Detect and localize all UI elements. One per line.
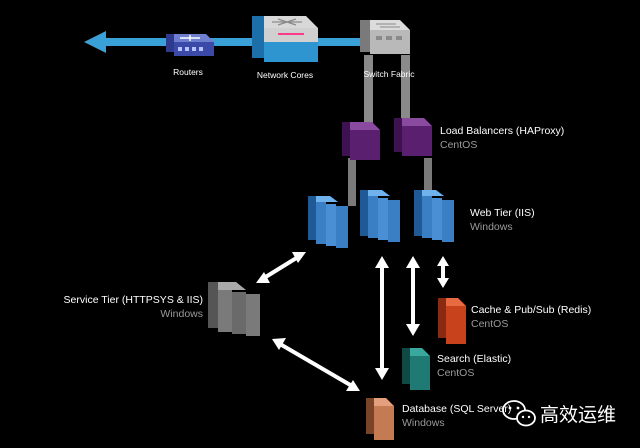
arrow-web-search	[406, 256, 420, 336]
web-tier-os: Windows	[470, 221, 513, 233]
routers-label: Routers	[173, 67, 203, 77]
uplink-arrow	[84, 31, 392, 53]
connection-arrows	[256, 252, 449, 391]
arrow-service-database	[272, 338, 360, 391]
lb-to-web-links	[348, 158, 432, 206]
arrow-web-service	[256, 252, 306, 283]
web-tier-icon	[308, 190, 454, 248]
load-balancers-os: CentOS	[440, 139, 477, 151]
network-core-icon	[252, 16, 318, 62]
cache-os: CentOS	[471, 318, 508, 330]
router-icon	[166, 34, 214, 56]
switch-fabric-label: Switch Fabric	[363, 69, 415, 79]
cache-name: Cache & Pub/Sub (Redis)	[471, 304, 591, 316]
cache-server-icon	[438, 298, 466, 344]
web-tier-name: Web Tier (IIS)	[470, 207, 535, 219]
watermark: 高效运维	[502, 400, 616, 427]
load-balancer-icon	[342, 118, 432, 160]
service-tier-name: Service Tier (HTTPSYS & IIS)	[64, 294, 203, 306]
search-name: Search (Elastic)	[437, 353, 511, 365]
load-balancers-name: Load Balancers (HAProxy)	[440, 125, 564, 137]
database-server-icon	[366, 398, 394, 440]
database-os: Windows	[402, 417, 445, 429]
service-tier-icon	[208, 282, 260, 336]
service-tier-os: Windows	[160, 308, 203, 320]
watermark-text: 高效运维	[540, 404, 616, 426]
search-server-icon	[402, 348, 430, 390]
switch-fabric-icon	[360, 20, 410, 54]
search-os: CentOS	[437, 367, 474, 379]
arrow-web-database	[375, 256, 389, 380]
wechat-logo-icon	[502, 400, 536, 427]
arrow-web-cache	[437, 256, 449, 288]
network-cores-label: Network Cores	[257, 70, 313, 80]
fabric-to-lb-links	[364, 55, 410, 127]
database-name: Database (SQL Server)	[402, 403, 511, 415]
